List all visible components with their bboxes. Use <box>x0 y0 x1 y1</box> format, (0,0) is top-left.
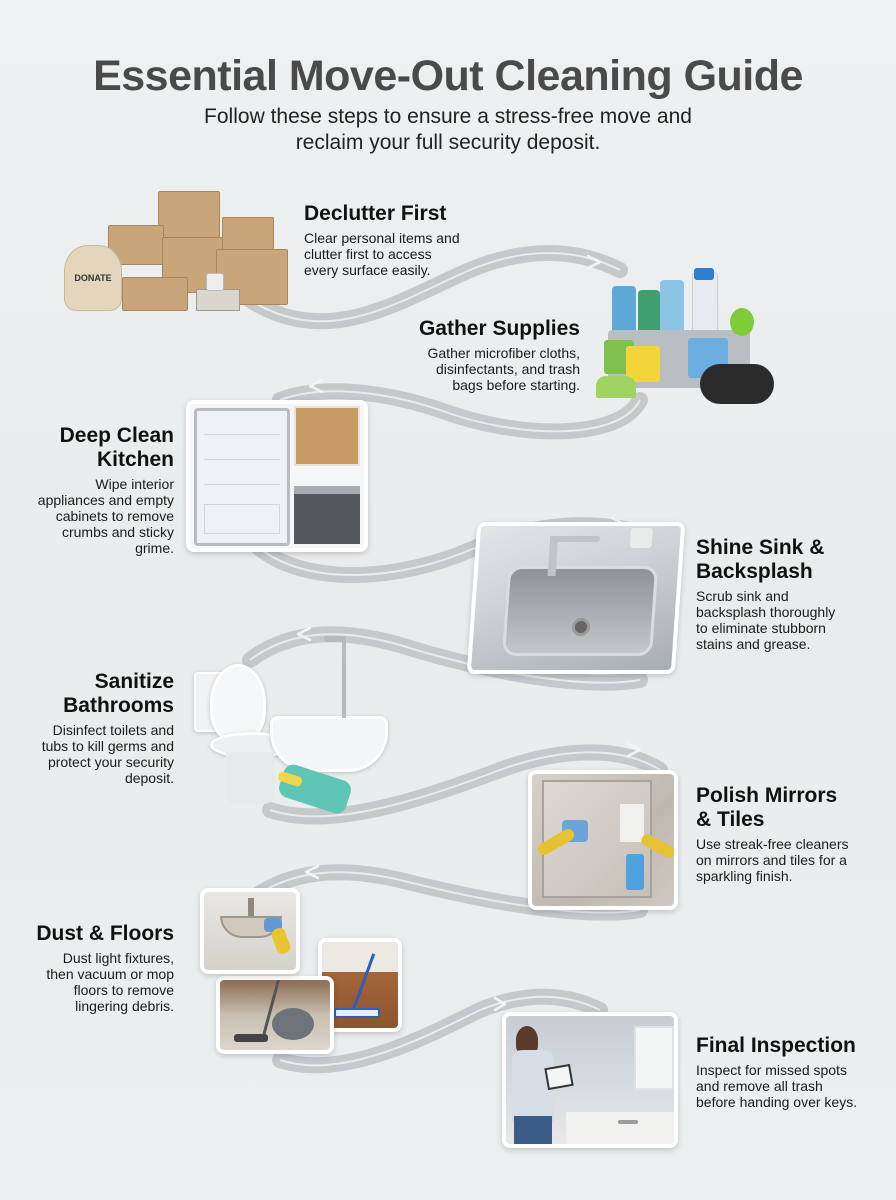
step-description: Disinfect toilets and tubs to kill germs… <box>41 722 174 786</box>
page-subtitle: Follow these steps to ensure a stress-fr… <box>0 104 896 156</box>
step-description: Use streak-free cleaners on mirrors and … <box>696 836 849 884</box>
step-title: Declutter First <box>304 202 447 225</box>
subtitle-line-2: reclaim your full security deposit. <box>295 131 601 154</box>
donate-bag: DONATE <box>64 245 122 311</box>
dust-floors-text: Dust & Floors Dust light fixtures, then … <box>20 922 174 1014</box>
sink-text: Shine Sink & Backsplash Scrub sink and b… <box>696 536 886 652</box>
floor-image <box>318 938 402 1032</box>
step-title: Shine Sink & Backsplash <box>696 536 825 583</box>
declutter-text: Declutter First Clear personal items and… <box>304 202 504 278</box>
kitchen-text: Deep Clean Kitchen Wipe interior applian… <box>20 424 174 556</box>
bathroom-text: Sanitize Bathrooms Disinfect toilets and… <box>20 670 174 786</box>
inspection-text: Final Inspection Inspect for missed spot… <box>696 1034 892 1110</box>
subtitle-line-1: Follow these steps to ensure a stress-fr… <box>204 105 692 128</box>
step-title: Dust & Floors <box>36 922 174 945</box>
mirror-image <box>528 770 678 910</box>
step-description: Scrub sink and backsplash thoroughly to … <box>696 588 836 652</box>
bathroom-image <box>192 632 392 816</box>
step-title: Deep Clean Kitchen <box>59 424 174 471</box>
page-title: Essential Move-Out Cleaning Guide <box>93 52 803 100</box>
vacuum-image <box>216 976 334 1054</box>
declutter-image: DONATE <box>58 185 294 317</box>
step-description: Gather microfiber cloths, disinfectants,… <box>427 345 581 393</box>
sink-image <box>466 522 686 674</box>
step-description: Clear personal items and clutter first t… <box>304 230 460 278</box>
inspection-image <box>502 1012 678 1148</box>
step-title: Final Inspection <box>696 1034 856 1057</box>
arrowhead-right <box>586 254 602 270</box>
kitchen-image <box>186 400 368 552</box>
gather-text: Gather Supplies Gather microfiber cloths… <box>380 317 580 393</box>
step-title: Gather Supplies <box>418 317 580 340</box>
mirror-text: Polish Mirrors & Tiles Use streak-free c… <box>696 784 892 884</box>
step-description: Wipe interior appliances and empty cabin… <box>37 476 174 556</box>
light-fixture-image <box>200 888 300 974</box>
step-description: Dust light fixtures, then vacuum or mop … <box>46 950 174 1014</box>
step-description: Inspect for missed spots and remove all … <box>696 1062 858 1110</box>
arrowhead-left <box>308 378 324 394</box>
supplies-image <box>590 268 790 413</box>
step-title: Sanitize Bathrooms <box>63 670 174 717</box>
step-title: Polish Mirrors & Tiles <box>696 784 838 831</box>
